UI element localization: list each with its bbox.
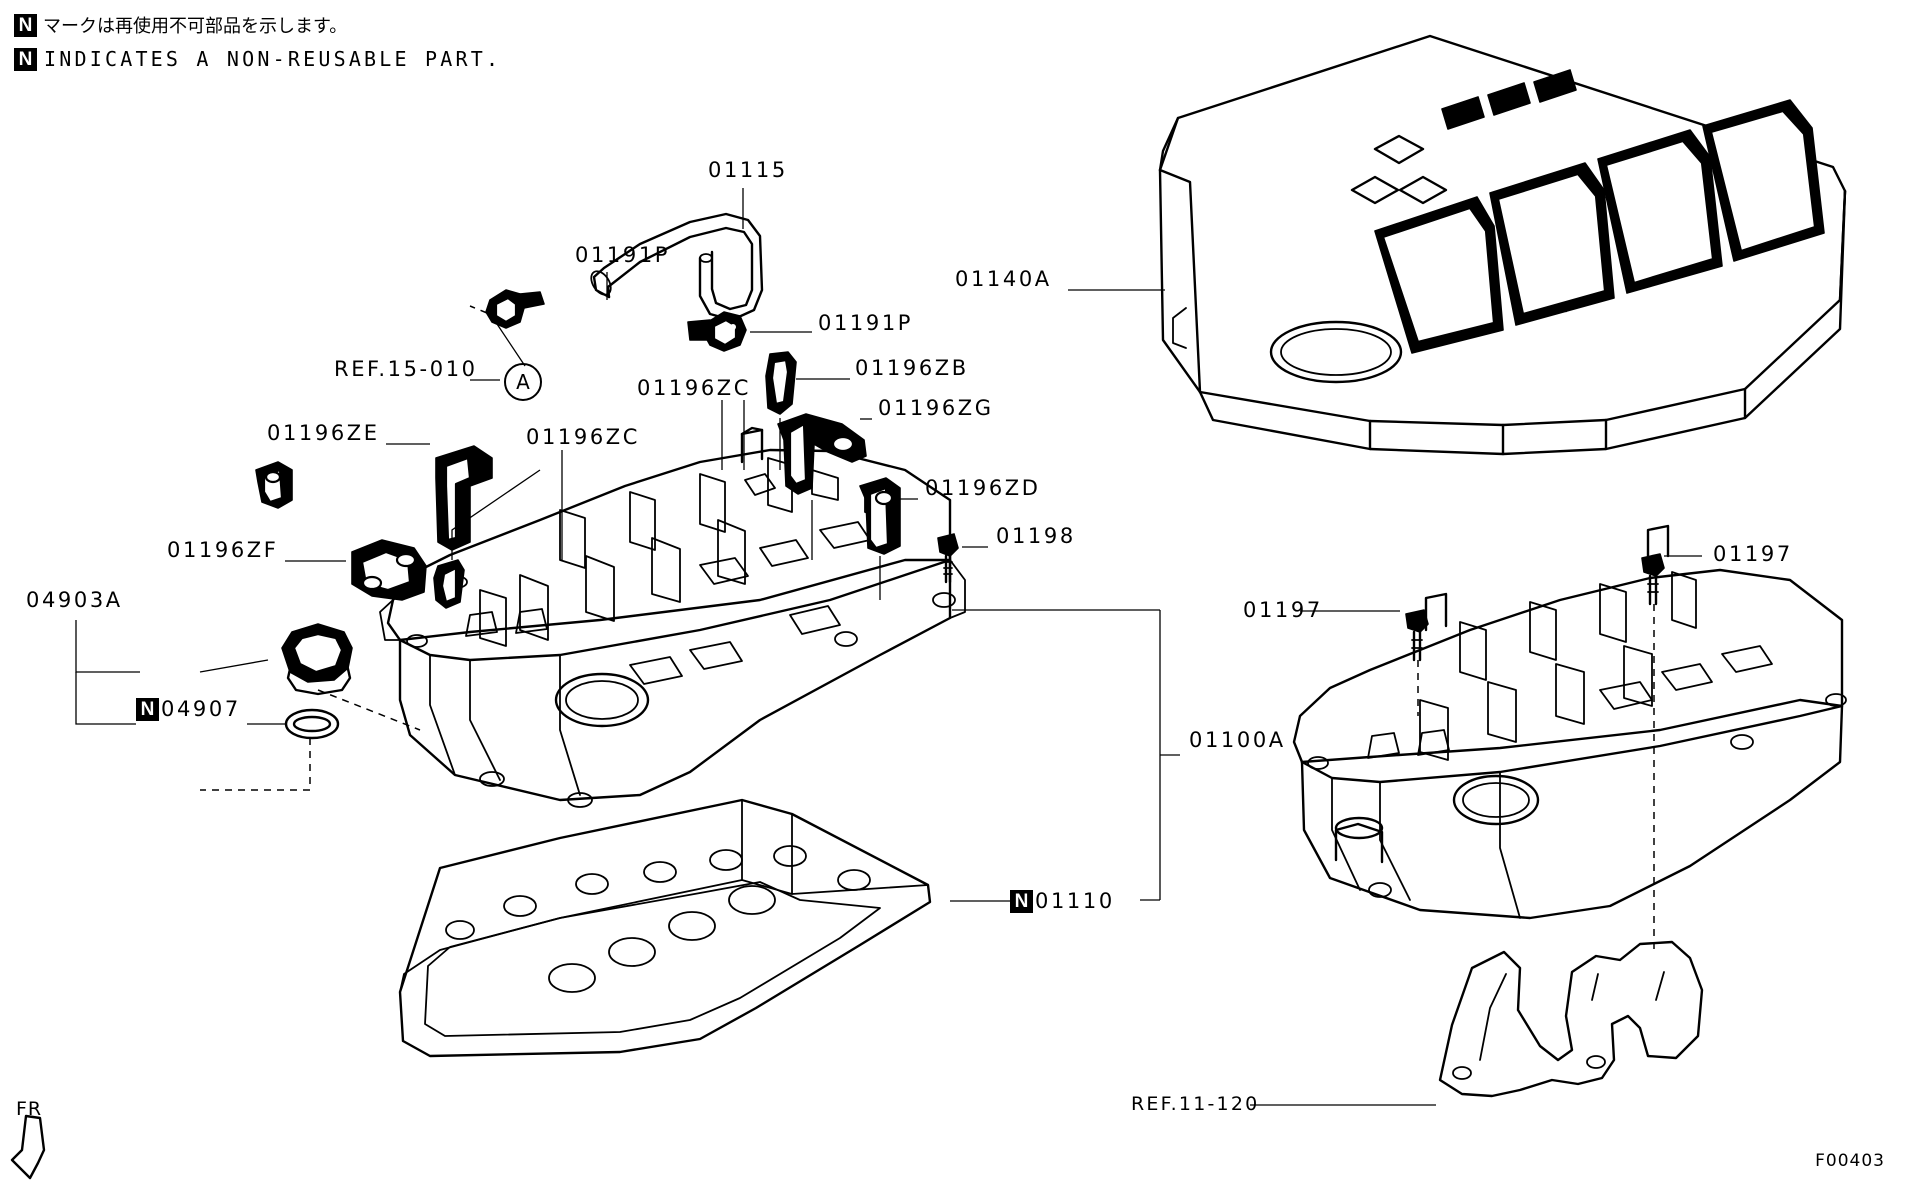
label-01110-text: 01110 <box>1035 889 1115 913</box>
label-01196zf: 01196ZF <box>167 538 279 562</box>
ref-11-120-bracket-art <box>1440 942 1702 1096</box>
bracket-zg-art <box>778 414 866 494</box>
label-01196zc-upper: 01196ZC <box>637 376 752 400</box>
brand-diamond-icon <box>1352 136 1446 203</box>
engine-cover-art <box>1160 36 1845 454</box>
legend-english-text: INDICATES A NON-REUSABLE PART. <box>44 47 502 71</box>
non-reusable-badge-icon: N <box>14 47 37 71</box>
bolt-01198-art <box>938 534 958 582</box>
non-reusable-badge-icon: N <box>136 697 159 721</box>
label-01140a: 01140A <box>955 267 1052 291</box>
breather-hose-art <box>587 214 762 320</box>
bolt-01197-left-art <box>1406 610 1428 660</box>
label-ref-15-010: REF.15-010 <box>334 357 478 381</box>
di-d-badge-icon <box>1442 70 1576 129</box>
o-ring-art <box>286 710 338 738</box>
front-direction-arrow-icon <box>12 1116 44 1178</box>
legend-row-english: N INDICATES A NON-REUSABLE PART. <box>14 44 501 74</box>
clip-zc-upper-art <box>256 462 292 508</box>
label-01100a: 01100A <box>1189 728 1286 752</box>
label-04903a: 04903A <box>26 588 123 612</box>
front-direction-label: FR <box>16 1098 43 1120</box>
label-ref-11-120: REF.11-120 <box>1131 1093 1260 1115</box>
rocker-cover-art <box>380 428 965 807</box>
label-01196zc-lower: 01196ZC <box>526 425 641 449</box>
clip-zc-lower-art <box>434 560 464 608</box>
label-01196zd: 01196ZD <box>925 476 1041 500</box>
label-01197-right: 01197 <box>1713 542 1793 566</box>
hose-clamp-left-art <box>486 290 544 328</box>
legend-block: N マークは再使用不可部品を示します。 N INDICATES A NON-RE… <box>14 10 501 78</box>
non-reusable-badge-icon: N <box>14 13 37 37</box>
legend-row-japanese: N マークは再使用不可部品を示します。 <box>14 10 501 40</box>
label-04907-text: 04907 <box>161 697 241 721</box>
label-01196ze: 01196ZE <box>267 421 380 445</box>
label-04907: N 04907 <box>136 697 241 721</box>
hose-clamp-right-art <box>688 312 746 351</box>
label-01115: 01115 <box>708 158 788 182</box>
label-01191p-left: 01191P <box>575 243 671 267</box>
label-01191p-right: 01191P <box>818 311 914 335</box>
bolt-01197-right-art <box>1642 554 1664 604</box>
label-01197-left: 01197 <box>1243 598 1323 622</box>
bracket-ze-art <box>436 446 492 550</box>
bracket-zd-art <box>860 478 900 554</box>
label-01198: 01198 <box>996 524 1076 548</box>
legend-japanese-text: マークは再使用不可部品を示します。 <box>43 16 348 37</box>
assembled-rocker-cover-art <box>1294 526 1846 918</box>
gasket-art <box>400 800 930 1056</box>
oil-filler-cap-art <box>282 624 352 694</box>
clip-zb-art <box>766 352 796 414</box>
label-01196zb: 01196ZB <box>855 356 969 380</box>
label-01110: N 01110 <box>1010 889 1115 913</box>
callout-a-icon: A <box>504 363 542 401</box>
bracket-zf-art <box>352 540 426 600</box>
label-01196zg: 01196ZG <box>878 396 994 420</box>
non-reusable-badge-icon: N <box>1010 889 1033 913</box>
diagram-code: F00403 <box>1815 1151 1885 1171</box>
